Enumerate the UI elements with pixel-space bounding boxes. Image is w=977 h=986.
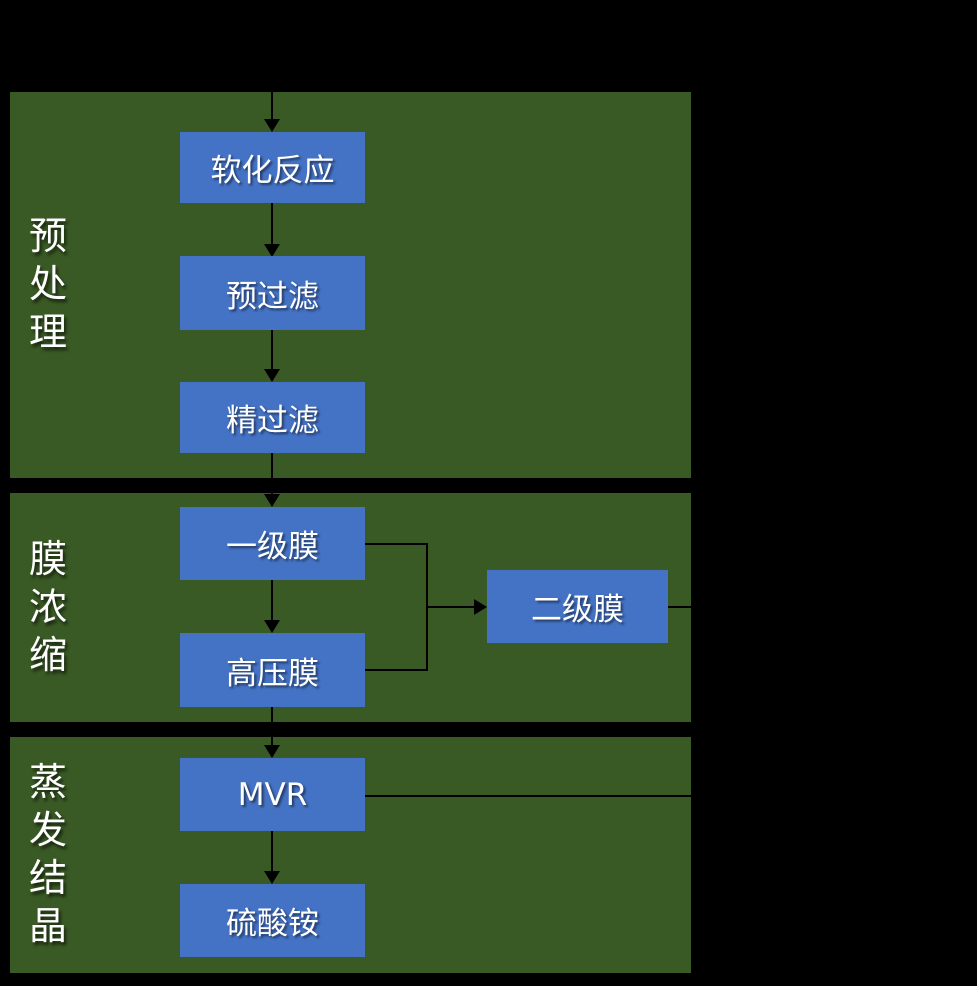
connector-mvr-outlet: [365, 795, 691, 797]
node-mvr: MVR: [180, 758, 365, 831]
node-fine-filter: 精过滤: [180, 382, 365, 453]
connector-line: [271, 831, 273, 872]
arrowhead-into-mvr: [264, 745, 280, 758]
arrowhead-into-stage1-membrane: [264, 494, 280, 507]
section-label-membrane-concentration: 膜浓缩: [28, 537, 67, 677]
connector-line: [271, 203, 273, 245]
arrowhead-into-finefilter: [264, 369, 280, 382]
connector-stage2-outlet: [668, 606, 691, 608]
connector-inlet-line: [271, 92, 273, 120]
node-ammonium-sulfate: 硫酸铵: [180, 884, 365, 957]
connector-line: [271, 580, 273, 621]
connector-fork-branch: [426, 606, 475, 608]
node-stage2-membrane: 二级膜: [487, 570, 668, 643]
arrowhead-into-stage2-membrane: [474, 599, 487, 615]
arrowhead-into-prefilter: [264, 244, 280, 257]
arrowhead-into-hp-membrane: [264, 620, 280, 633]
connector-line: [271, 330, 273, 370]
arrowhead-into-ammonium-sulfate: [264, 871, 280, 884]
connector-stage1-out: [365, 543, 428, 545]
node-high-pressure-membrane: 高压膜: [180, 633, 365, 707]
node-softening-reaction: 软化反应: [180, 132, 365, 203]
section-label-pretreatment: 预处理: [28, 214, 67, 354]
connector-line: [271, 707, 273, 746]
connector-hp-out: [365, 669, 428, 671]
section-label-evaporation-crystallization: 蒸发结晶: [28, 760, 67, 948]
node-pre-filter: 预过滤: [180, 256, 365, 330]
node-stage1-membrane: 一级膜: [180, 507, 365, 580]
arrowhead-into-softening: [264, 119, 280, 132]
connector-line: [271, 453, 273, 495]
